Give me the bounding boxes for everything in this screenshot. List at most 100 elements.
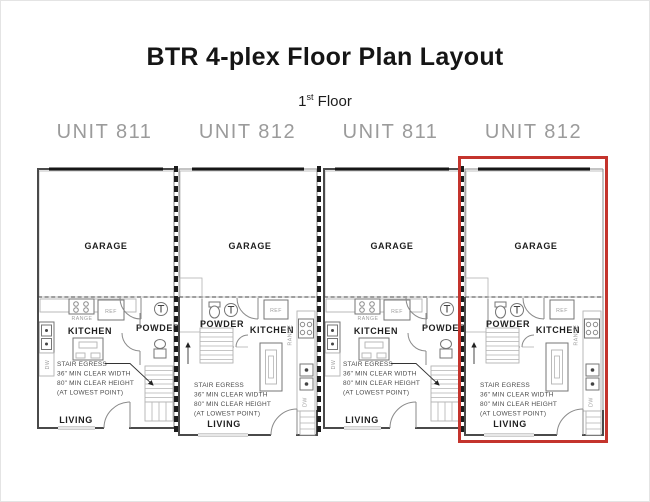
ref-label: REF: [391, 309, 403, 315]
stair-egress-note: STAIR EGRESS 36" MIN CLEAR WIDTH 80" MIN…: [57, 361, 154, 397]
range-cooktop-icon: [584, 318, 600, 339]
living-walls: [464, 297, 604, 437]
unit-label-1: UNIT 811: [56, 121, 153, 143]
range-label: RANGE: [72, 316, 93, 322]
stair-note-line-3: 80" MIN CLEAR HEIGHT: [194, 401, 271, 408]
powder-label: POWDER: [136, 323, 180, 333]
entry-closet-icon: [299, 410, 316, 436]
garage-label: GARAGE: [514, 241, 557, 251]
under-stair-storage: [178, 277, 203, 333]
stair-note-line-1: STAIR EGRESS: [480, 382, 530, 389]
living-label: LIVING: [207, 419, 241, 429]
water-closet-icon: [440, 302, 454, 316]
garage-label: GARAGE: [370, 241, 413, 251]
stair-egress-note: STAIR EGRESS 36" MIN CLEAR WIDTH 80" MIN…: [343, 361, 440, 397]
ref-label: REF: [556, 308, 568, 314]
kitchen-label: KITCHEN: [354, 326, 398, 336]
living-walls: [323, 297, 460, 430]
living-walls: [37, 297, 174, 430]
powder-door-icon: [407, 332, 427, 352]
floor-plan-unit-4: GARAGE POWDER REF KITCHEN: [462, 161, 605, 453]
stair-egress-note: STAIR EGRESS 36" MIN CLEAR WIDTH 80" MIN…: [185, 342, 271, 418]
range-label: RANGE: [574, 324, 580, 345]
stair-egress-note: STAIR EGRESS 36" MIN CLEAR WIDTH 80" MIN…: [471, 342, 557, 418]
stair-note-line-2: 36" MIN CLEAR WIDTH: [343, 371, 417, 378]
floor-word: Floor: [317, 93, 352, 110]
floor-number: 1: [298, 93, 307, 110]
stair-note-line-4: (AT LOWEST POINT): [343, 390, 409, 397]
stairs-icon: [485, 327, 520, 364]
garage-entry-door-icon: [522, 297, 545, 320]
range-cooktop-icon: [354, 298, 381, 315]
stair-note-line-3: 80" MIN CLEAR HEIGHT: [480, 401, 557, 408]
dw-label: DW: [45, 360, 51, 370]
stair-note-line-1: STAIR EGRESS: [194, 382, 244, 389]
party-wall: [460, 166, 464, 434]
dw-label: DW: [589, 397, 595, 407]
kitchen-area: REF KITCHEN RANGE DW: [250, 299, 316, 412]
unit-811-floorplan: GARAGE RANGE REF DW KITCHEN: [323, 167, 465, 430]
stair-arrow-icon: [105, 363, 154, 386]
ref-label: REF: [270, 308, 282, 314]
powder-label: POWDER: [486, 319, 530, 329]
powder-door-icon: [521, 334, 535, 348]
kitchen-island-icon: [358, 337, 390, 361]
range-cooktop-icon: [68, 298, 95, 315]
sink-icon: [439, 339, 453, 359]
unit-812-floorplan: GARAGE POWDER REF KITCHEN: [178, 167, 318, 437]
page-title: BTR 4-plex Floor Plan Layout: [146, 43, 504, 71]
floor-plan-unit-1: GARAGE RANGE REF DW KITCHEN: [33, 161, 179, 453]
floor-plan-unit-2: GARAGE POWDER REF KITCHEN: [176, 161, 319, 453]
stair-note-line-4: (AT LOWEST POINT): [57, 390, 123, 397]
kitchen-area: REF KITCHEN RANGE DW: [536, 299, 602, 412]
stair-note-line-3: 80" MIN CLEAR HEIGHT: [57, 380, 134, 387]
floor-ordinal-suffix: st: [306, 92, 314, 102]
powder-door-icon: [235, 334, 249, 348]
unit-label-3: UNIT 811: [342, 121, 439, 143]
toilet-icon: [208, 301, 221, 319]
front-door-icon: [270, 408, 298, 436]
refrigerator-icon: REF: [97, 299, 125, 321]
range-cooktop-icon: [298, 318, 314, 339]
unit-811-floorplan: GARAGE RANGE REF DW KITCHEN: [37, 167, 179, 430]
floor-subtitle: 1st Floor: [1, 92, 649, 110]
unit-812-floorplan: GARAGE POWDER REF KITCHEN: [464, 167, 604, 437]
unit-label-2: UNIT 812: [198, 121, 297, 143]
garage-hatch: [324, 170, 461, 298]
refrigerator-icon: REF: [263, 299, 289, 320]
range-label: RANGE: [288, 324, 294, 345]
garage-entry-door-icon: [119, 297, 142, 320]
powder-door-icon: [121, 332, 141, 352]
sink-icon: [153, 339, 167, 359]
stair-note-line-2: 36" MIN CLEAR WIDTH: [57, 371, 131, 378]
garage-area: GARAGE: [464, 167, 604, 435]
garage-entry-door-icon: [405, 297, 428, 320]
oven-stack-icon: [324, 321, 341, 354]
water-closet-icon: [224, 303, 238, 317]
water-closet-icon: [510, 303, 524, 317]
water-closet-icon: [154, 302, 168, 316]
range-label: RANGE: [358, 316, 379, 322]
living-label: LIVING: [493, 419, 527, 429]
stairs-icon: [430, 365, 460, 422]
powder-area: POWDER: [119, 297, 180, 365]
unit-label-4: UNIT 812: [484, 121, 583, 143]
toilet-icon: [494, 301, 507, 319]
stairs-icon: [199, 327, 234, 364]
kitchen-island-icon: [545, 342, 569, 392]
dw-label: DW: [303, 397, 309, 407]
stair-note-line-2: 36" MIN CLEAR WIDTH: [194, 392, 268, 399]
unit-labels-row: UNIT 811 UNIT 812 UNIT 811 UNIT 812: [33, 121, 605, 144]
refrigerator-icon: REF: [383, 299, 411, 321]
ref-label: REF: [105, 309, 117, 315]
entry-closet-icon: [585, 410, 602, 436]
stair-note-line-4: (AT LOWEST POINT): [194, 411, 260, 418]
oven-stack-icon: [299, 363, 314, 391]
front-door-icon: [556, 408, 584, 436]
party-wall: [317, 166, 321, 434]
floor-plan-row: GARAGE RANGE REF DW KITCHEN: [33, 156, 608, 461]
living-label: LIVING: [345, 415, 379, 425]
stair-note-line-4: (AT LOWEST POINT): [480, 411, 546, 418]
garage-hatch: [38, 170, 175, 298]
